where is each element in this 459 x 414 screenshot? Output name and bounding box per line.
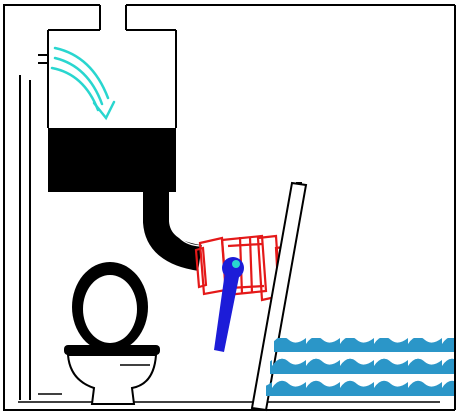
frame-icon [3,4,456,411]
drain-pipe-icon [138,192,203,273]
arrow-icon [50,46,116,121]
wave-icon [266,338,454,400]
tank-icon [47,30,177,192]
gate-icon [250,181,308,412]
toilet-icon [64,262,160,405]
pipe-icon [48,5,176,31]
lever-icon [214,257,244,352]
